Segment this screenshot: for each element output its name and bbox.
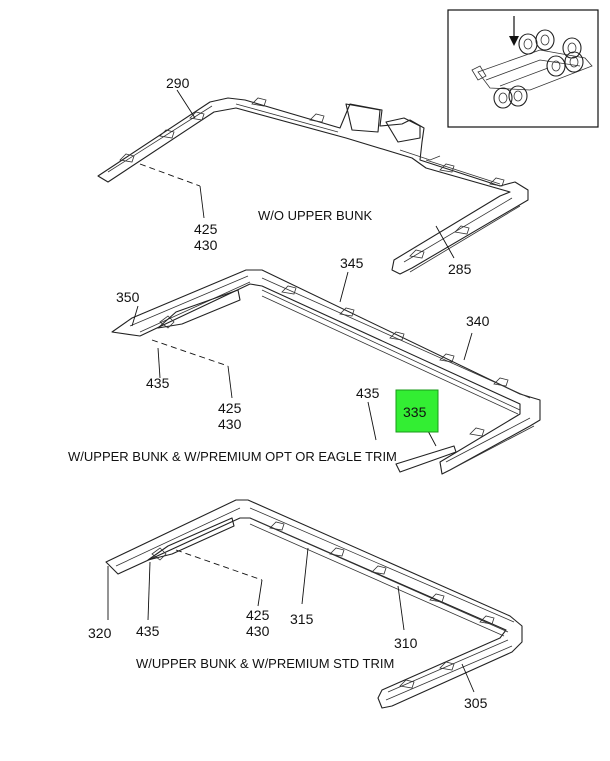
callout-340[interactable]: 340 <box>466 313 490 329</box>
callout-310[interactable]: 310 <box>394 635 418 651</box>
callout-435[interactable]: 435 <box>136 623 160 639</box>
callout-430[interactable]: 430 <box>194 237 218 253</box>
caption-premium-std: W/UPPER BUNK & W/PREMIUM STD TRIM <box>136 656 394 671</box>
section-premium-std <box>105 499 523 709</box>
truck-chassis-locator-icon <box>471 16 593 109</box>
callout-430[interactable]: 430 <box>246 623 270 639</box>
callout-290[interactable]: 290 <box>166 75 190 91</box>
callout-425[interactable]: 425 <box>218 400 242 416</box>
callout-335[interactable]: 335 <box>403 404 427 420</box>
section-premium-opt <box>111 269 541 475</box>
callout-350[interactable]: 350 <box>116 289 140 305</box>
callout-285[interactable]: 285 <box>448 261 472 277</box>
callout-345[interactable]: 345 <box>340 255 364 271</box>
callout-435[interactable]: 435 <box>146 375 170 391</box>
callout-435[interactable]: 435 <box>356 385 380 401</box>
highlight-335[interactable] <box>395 389 439 433</box>
section-wo-upper-bunk <box>97 89 529 275</box>
caption-premium-opt: W/UPPER BUNK & W/PREMIUM OPT OR EAGLE TR… <box>68 449 397 464</box>
callout-305[interactable]: 305 <box>464 695 488 711</box>
callout-425[interactable]: 425 <box>194 221 218 237</box>
callout-425[interactable]: 425 <box>246 607 270 623</box>
callout-315[interactable]: 315 <box>290 611 314 627</box>
callout-320[interactable]: 320 <box>88 625 112 641</box>
inset-locator <box>447 9 599 128</box>
caption-wo-upper-bunk: W/O UPPER BUNK <box>258 208 372 223</box>
callout-430[interactable]: 430 <box>218 416 242 432</box>
